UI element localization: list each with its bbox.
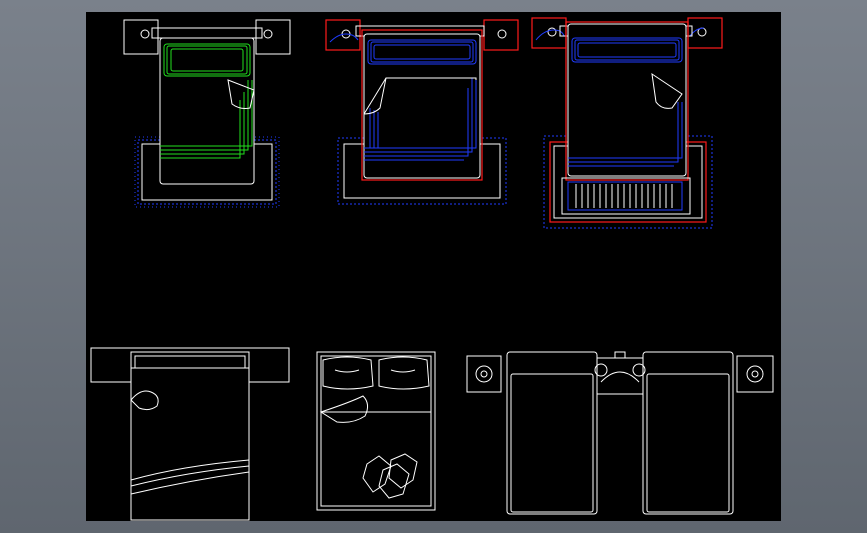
lamp-shade-left [535, 29, 565, 41]
lamp-shade-right [689, 27, 705, 37]
pillow [571, 37, 683, 63]
bed-plan-blue-with-bench[interactable] [531, 17, 723, 229]
nightstand-center [596, 357, 644, 395]
bed-right [642, 351, 734, 515]
twin-beds-plan[interactable] [466, 351, 774, 515]
blanket-fold [319, 395, 369, 423]
cushion-2 [388, 453, 418, 489]
bed-plan-outline[interactable] [90, 347, 290, 521]
cushion-1 [362, 455, 392, 493]
lamp-left-icon [140, 29, 150, 39]
nightstand-left [531, 17, 567, 49]
lamp-arc [600, 371, 640, 383]
bed-frame [316, 351, 436, 511]
nightstand-right [736, 355, 774, 393]
mattress [567, 23, 687, 177]
bed-plan-blue[interactable] [325, 19, 519, 205]
blanket-fold [227, 79, 255, 109]
bed-left [506, 351, 598, 515]
pillow [163, 43, 251, 77]
pillow-left [322, 356, 374, 390]
lamp-center-right-icon [632, 363, 646, 377]
lamp-shade-left [329, 33, 359, 43]
bed-plan-green[interactable] [123, 19, 291, 208]
lamp-right-icon [497, 29, 507, 39]
mattress [320, 355, 432, 507]
nightstand-right [483, 19, 519, 51]
pillow-right [378, 356, 430, 390]
nightstand-right [255, 19, 291, 55]
lamp-right-icon [746, 365, 764, 383]
bench [561, 177, 691, 215]
bench-cushion [567, 181, 683, 211]
mattress [363, 33, 481, 179]
nightstand-left [466, 355, 502, 393]
blanket-fold [363, 77, 477, 115]
blanket-fold [651, 72, 683, 109]
lamp-left-icon [547, 27, 557, 37]
bed-plan-pillows[interactable] [316, 351, 436, 511]
nightstand-left [123, 19, 159, 55]
pillow [367, 39, 477, 65]
lamp-center-left-icon [594, 363, 608, 377]
lamp-right-icon [263, 29, 273, 39]
cad-drawing-svg [90, 17, 774, 521]
lamp-left-icon [475, 365, 493, 383]
nightstand-left [325, 19, 361, 51]
headboard [151, 27, 263, 39]
cushion-3 [378, 463, 410, 499]
cad-drawing-canvas[interactable] [86, 12, 781, 521]
mattress [130, 367, 250, 521]
bed-frame [565, 21, 689, 181]
blanket-fold [130, 390, 159, 411]
bed-frame [361, 29, 483, 181]
